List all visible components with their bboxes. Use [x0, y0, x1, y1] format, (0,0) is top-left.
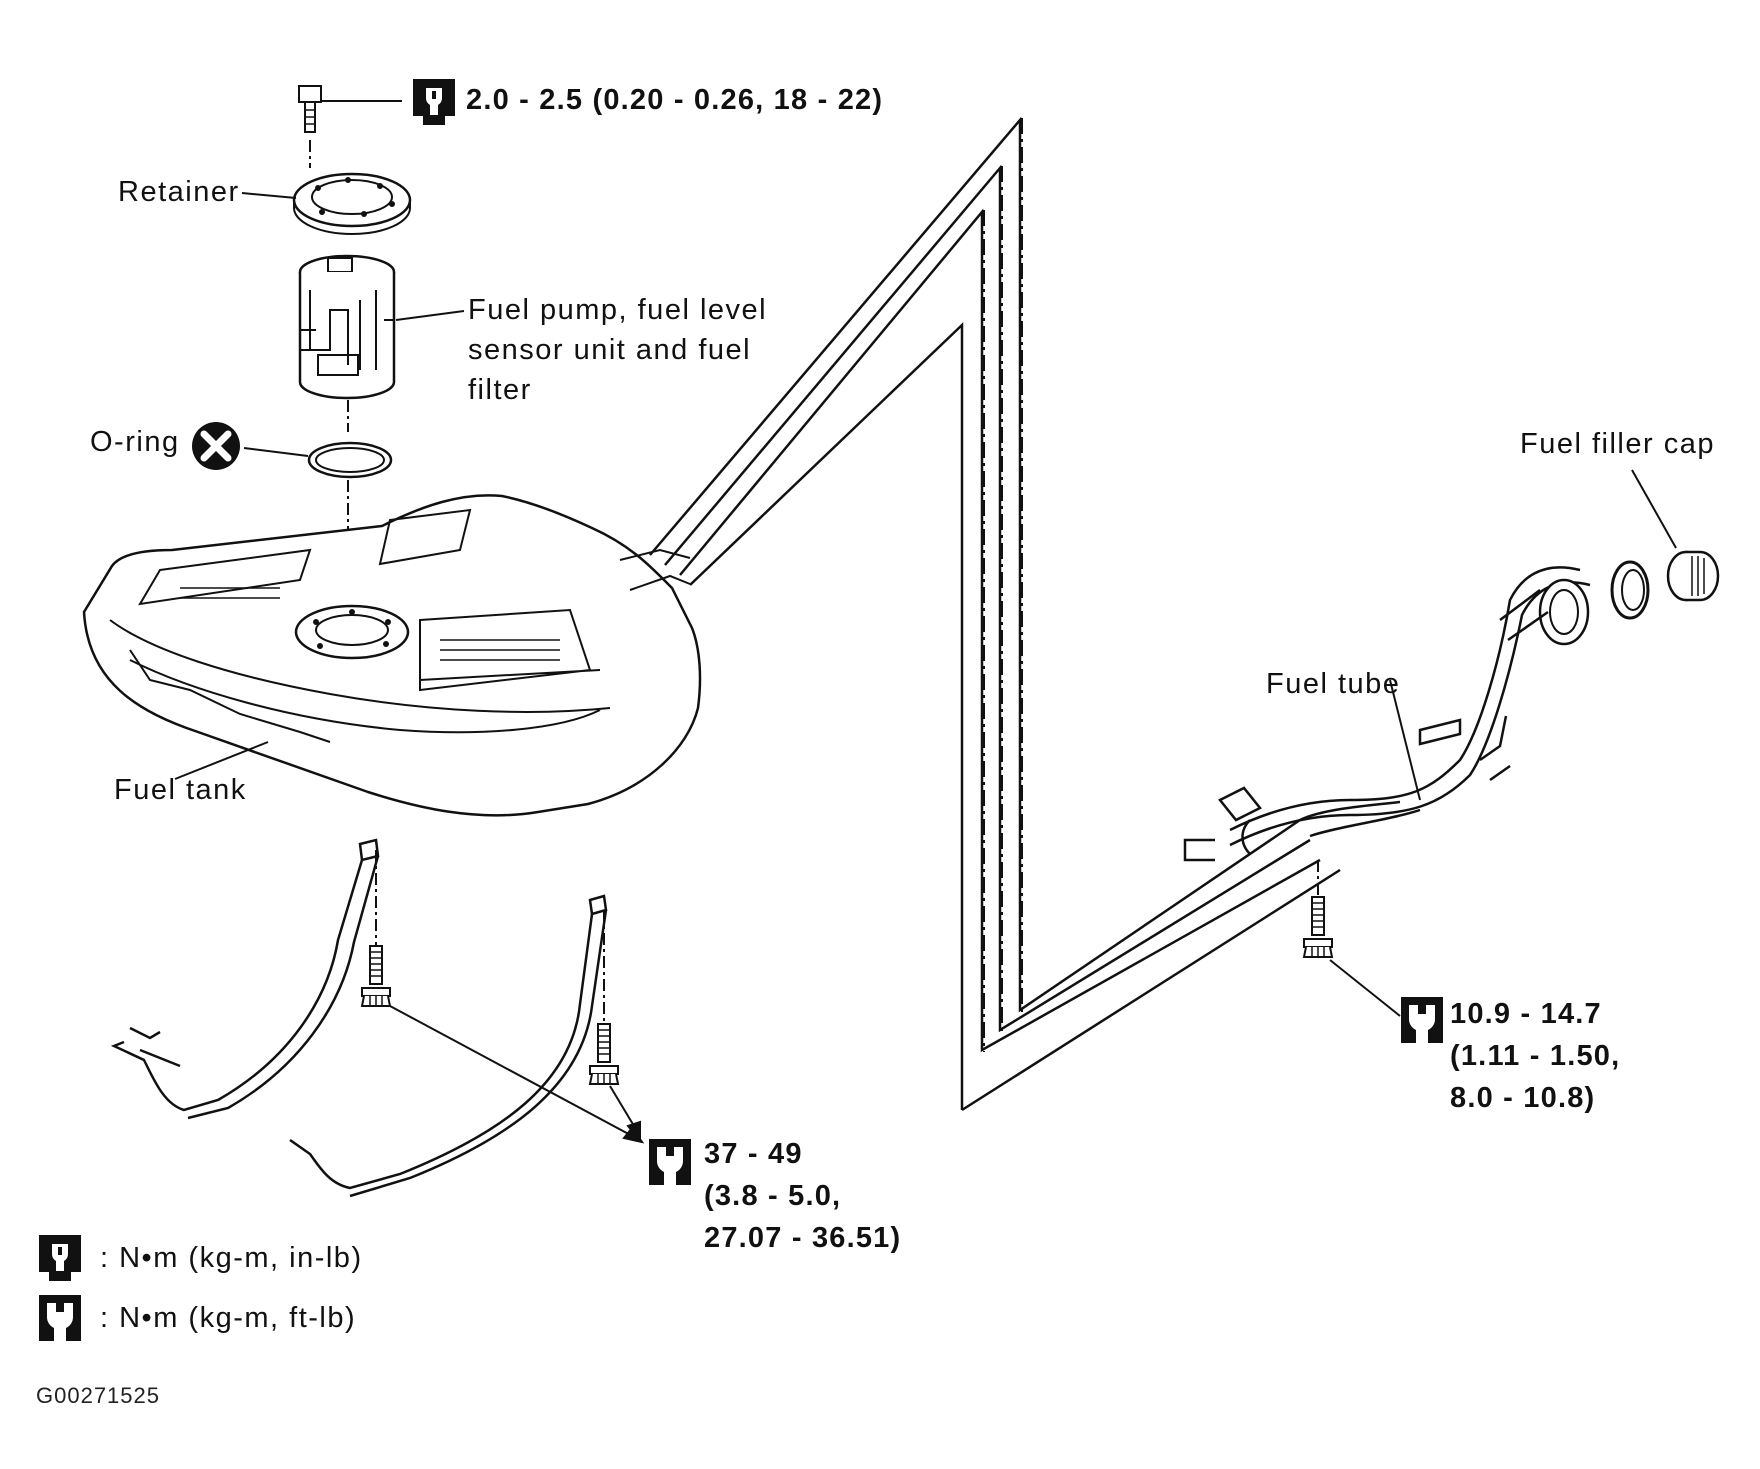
strap-bolt-leaders	[389, 1005, 645, 1144]
retainer-bolt-torque: 2.0 - 2.5 (0.20 - 0.26, 18 - 22)	[466, 84, 884, 116]
legend-inlb-text: : N•m (kg-m, in-lb)	[100, 1242, 363, 1274]
retainer-label: Retainer	[118, 176, 240, 208]
fuel-pump-label-line3: filter	[468, 374, 532, 406]
tube-bolt-torque-line3: 8.0 - 10.8)	[1450, 1082, 1596, 1114]
strap-bolt-right	[589, 1023, 619, 1085]
strap-bolt-left	[361, 945, 391, 1007]
torque-wrench-filled-icon	[413, 79, 455, 125]
fuel-line-centerlines	[983, 118, 1023, 1052]
fuel-pump-unit	[298, 254, 465, 432]
fuel-pump-label-line1: Fuel pump, fuel level	[468, 294, 768, 326]
filler-neck	[1499, 578, 1590, 646]
retainer-ring	[241, 172, 412, 235]
strap-bolt-torque-line2: (3.8 - 5.0,	[704, 1180, 842, 1212]
strap-bolt-torque-line1: 37 - 49	[704, 1138, 803, 1170]
fuel-pump-label-line2: sensor unit and fuel	[468, 334, 752, 366]
fuel-tube-assembly	[1183, 566, 1591, 862]
fuel-tube-bolt	[1303, 860, 1401, 1017]
torque-wrench-outline-icon	[649, 1139, 691, 1185]
o-ring-label: O-ring	[90, 426, 180, 458]
torque-wrench-outline-icon	[39, 1295, 81, 1341]
torque-wrench-filled-icon	[39, 1235, 81, 1281]
fuel-filler-cap	[1631, 469, 1720, 602]
fuel-lines	[649, 116, 1341, 1112]
fuel-tube-label: Fuel tube	[1266, 668, 1401, 700]
torque-wrench-outline-icon	[1401, 997, 1443, 1043]
legend-ftlb-text: : N•m (kg-m, ft-lb)	[100, 1302, 357, 1334]
tank-strap-right	[289, 894, 608, 1198]
strap-bolt-torque-line3: 27.07 - 36.51)	[704, 1222, 902, 1254]
tube-bolt-torque-line1: 10.9 - 14.7	[1450, 998, 1602, 1030]
figure-code: G00271525	[36, 1383, 160, 1408]
retainer-bolt	[298, 85, 402, 168]
fuel-tank	[82, 494, 702, 817]
always-replace-x-icon	[192, 422, 240, 470]
tank-strap-left	[110, 838, 380, 1120]
filler-gasket	[1610, 560, 1650, 620]
fuel-filler-cap-label: Fuel filler cap	[1520, 428, 1715, 460]
tube-bolt-torque-line2: (1.11 - 1.50,	[1450, 1040, 1621, 1072]
fuel-tank-label: Fuel tank	[114, 774, 247, 806]
